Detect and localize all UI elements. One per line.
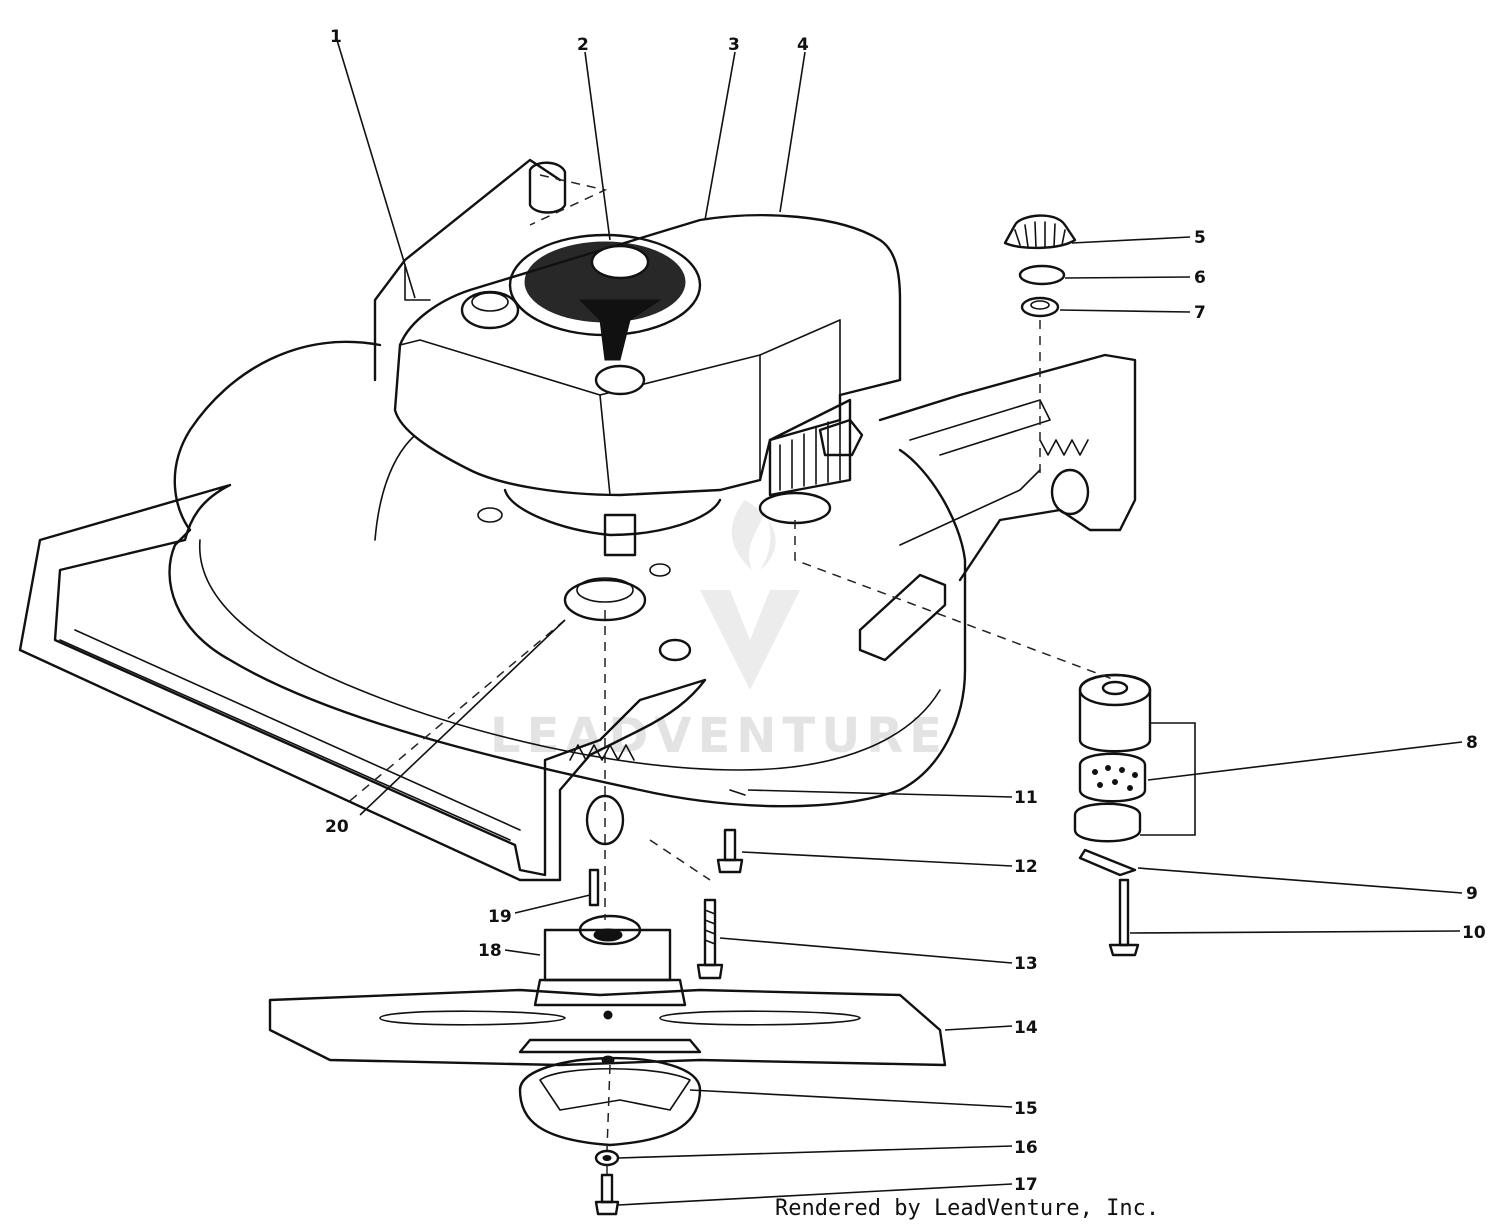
callout-19: 19 [488,907,512,927]
callout-1: 1 [330,27,342,47]
blade-adapter-20 [563,577,692,662]
callout-17: 17 [1014,1175,1038,1195]
render-credit: Rendered by LeadVenture, Inc. [775,1196,1160,1221]
callout-9: 9 [1466,884,1478,904]
callout-5: 5 [1194,228,1206,248]
leader-lines [336,39,1463,1206]
callout-16: 16 [1014,1138,1038,1158]
muffler [1073,673,1152,957]
mower-deck [18,158,1137,882]
washer-bolt [594,1149,620,1216]
callout-11: 11 [1014,788,1038,808]
engine [393,214,902,577]
assembly-lines [344,174,1116,1175]
callout-labels: 1 2 3 4 5 6 7 8 9 10 11 12 13 14 15 16 1… [325,27,1486,1195]
watermark: LEADVENTURE [490,500,948,764]
callout-15: 15 [1014,1099,1038,1119]
callout-12: 12 [1014,857,1038,877]
mounting-hardware [588,789,746,980]
blade-support-15 [518,1038,702,1147]
adapter-18 [533,914,687,1007]
callout-6: 6 [1194,268,1206,288]
callout-14: 14 [1014,1018,1038,1038]
callout-3: 3 [728,35,740,55]
callout-18: 18 [478,941,502,961]
watermark-text: LEADVENTURE [490,708,948,764]
callout-20: 20 [325,817,349,837]
wheel-hardware [1003,214,1077,318]
callout-10: 10 [1462,923,1486,943]
callout-4: 4 [797,35,809,55]
callout-2: 2 [577,35,589,55]
blade-14 [268,988,947,1067]
callout-13: 13 [1014,954,1038,974]
callout-8: 8 [1466,733,1478,753]
callout-7: 7 [1194,303,1206,323]
